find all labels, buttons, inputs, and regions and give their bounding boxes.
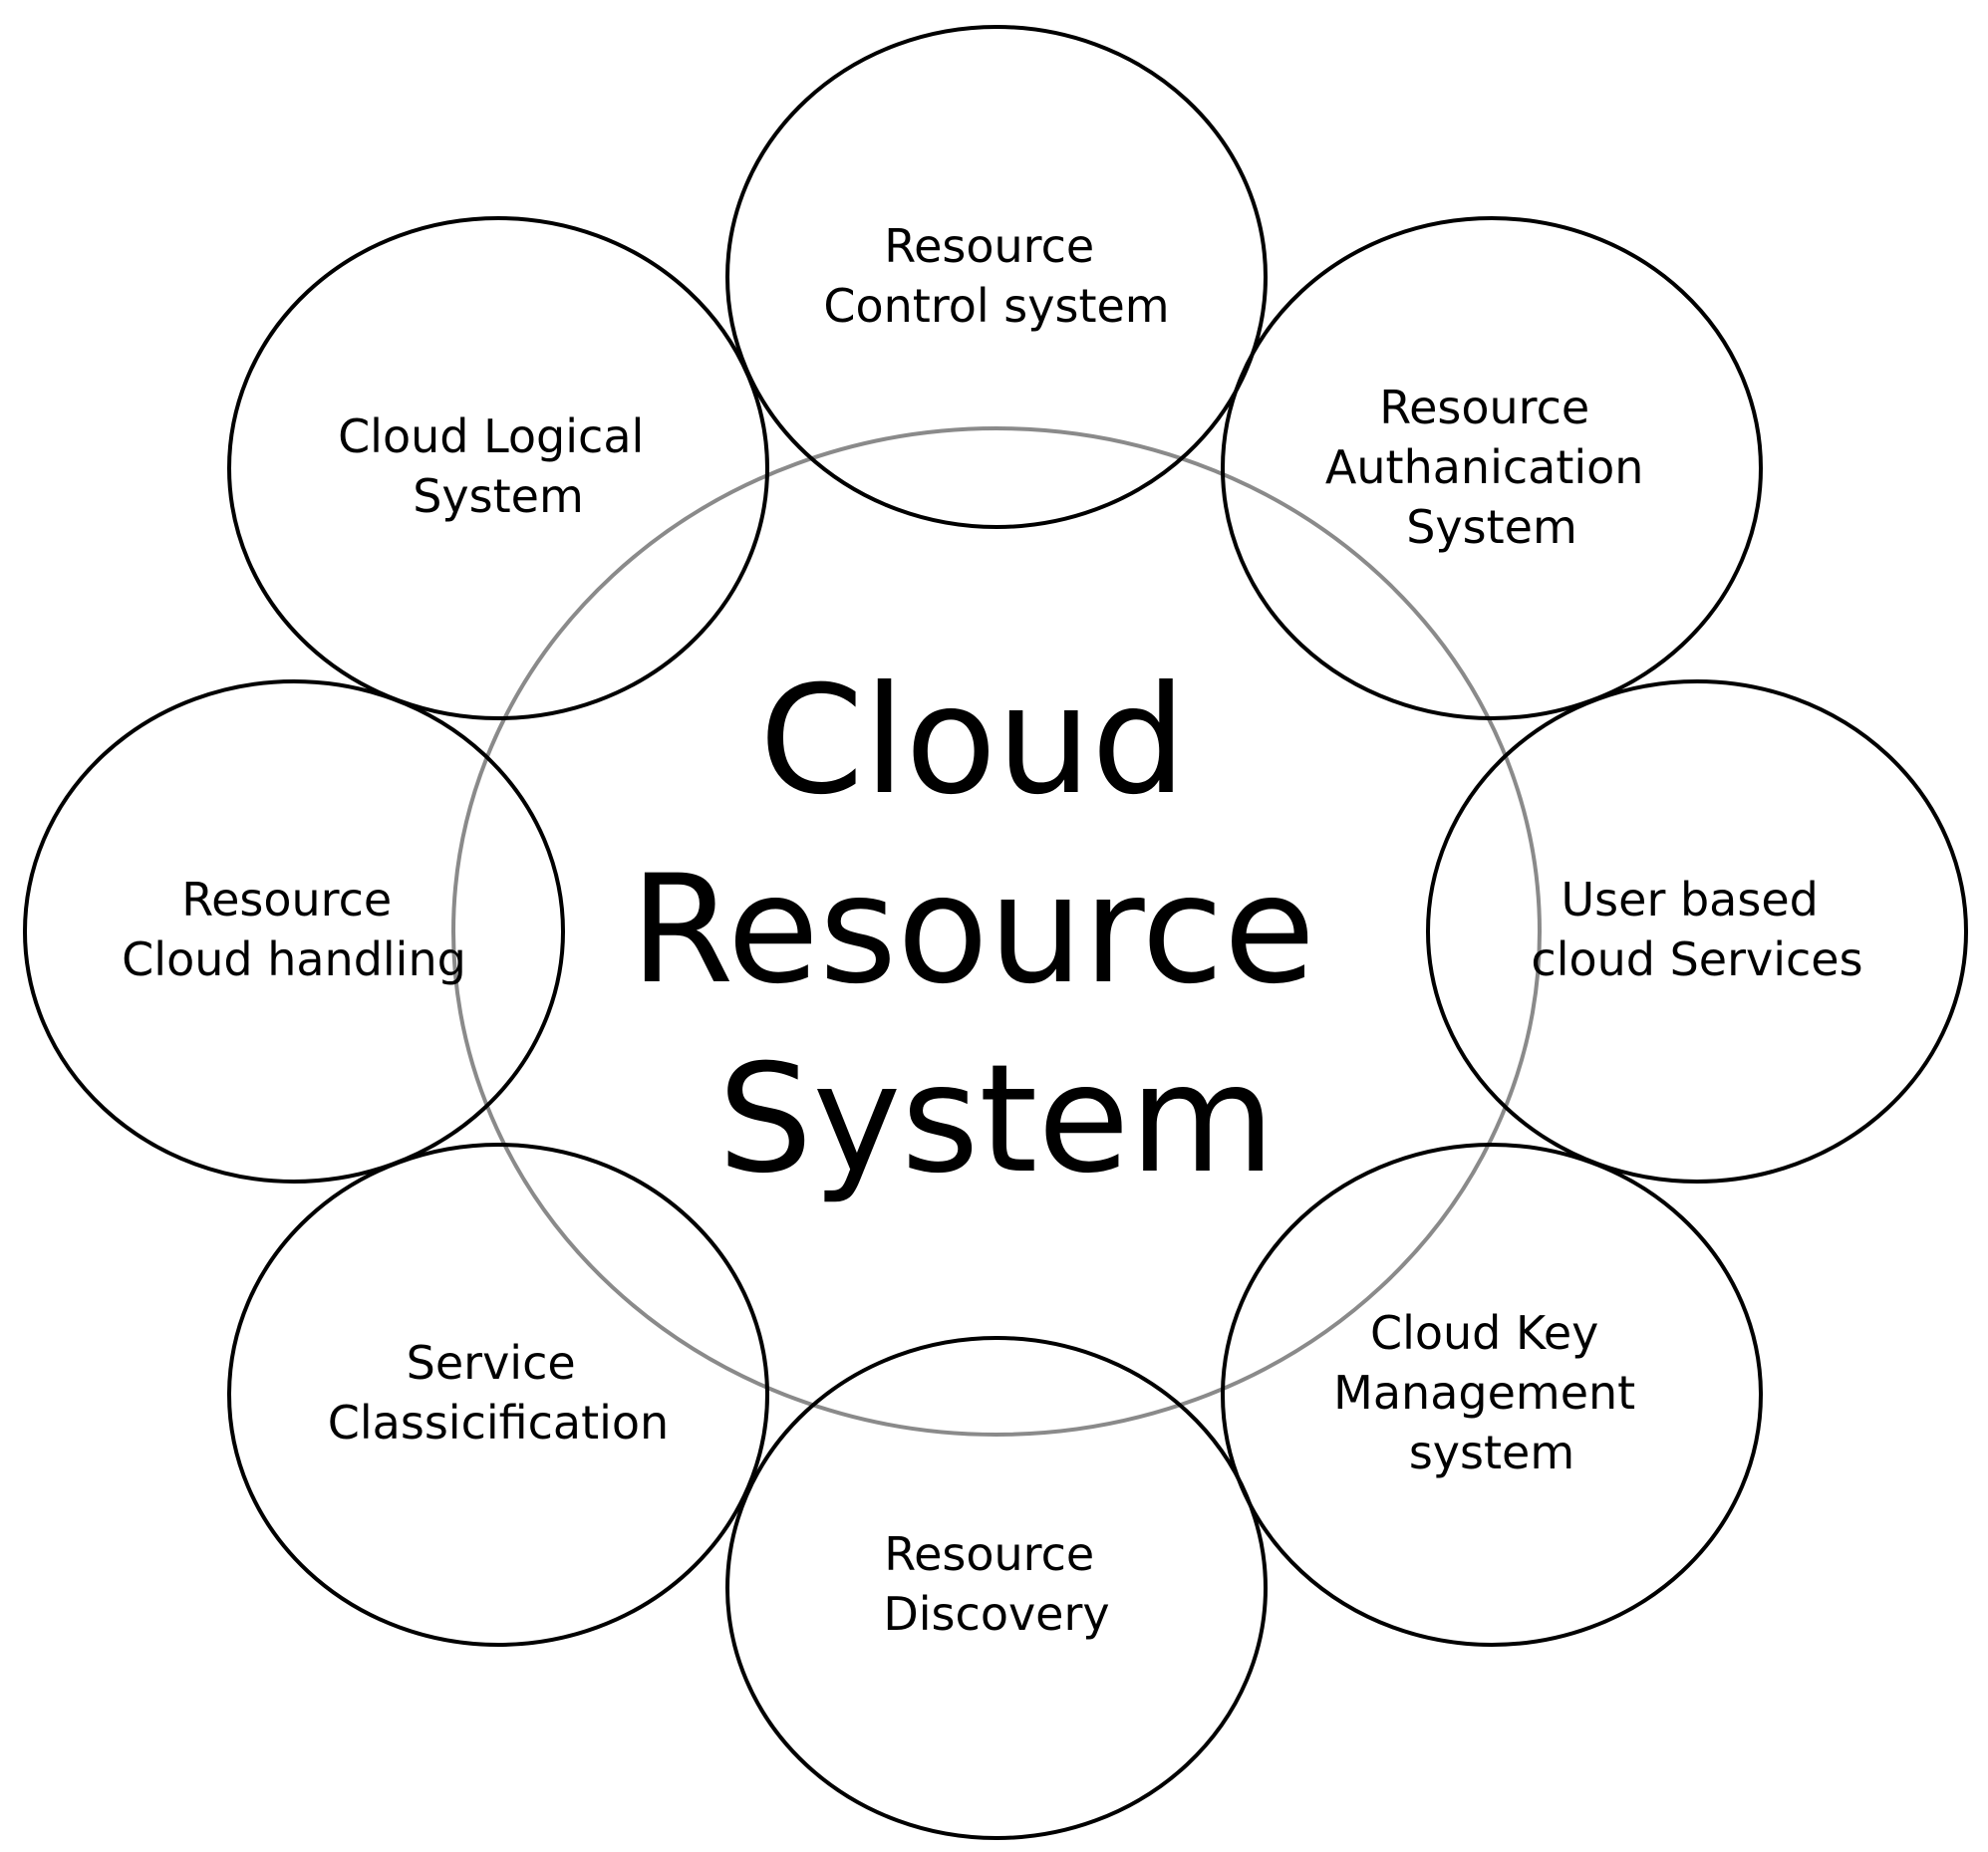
node-resource-authanication-system: Resource Authanication System	[1221, 216, 1763, 720]
center-title-line: Cloud	[759, 655, 1186, 828]
node-service-classicification: Service Classicification	[227, 1143, 769, 1647]
node-ellipse	[227, 216, 769, 720]
node-label-line: Cloud Logical	[338, 409, 644, 463]
node-label: Resource Cloud handling	[122, 873, 466, 986]
node-label-line: Control system	[823, 279, 1169, 333]
node-label: Cloud Key Management system	[1333, 1306, 1650, 1479]
node-label-line: Discovery	[883, 1587, 1109, 1641]
node-ellipse	[227, 1143, 769, 1647]
node-label-line: Cloud Key	[1370, 1306, 1598, 1360]
node-label-line: Resource	[1379, 381, 1589, 434]
center-hub-ellipse	[451, 426, 1542, 1437]
node-ellipse	[1221, 1143, 1763, 1647]
node-ellipse	[725, 1336, 1268, 1840]
node-ellipse	[1426, 679, 1968, 1184]
node-ellipse	[23, 679, 565, 1184]
node-label-line: system	[1409, 1426, 1574, 1479]
center-title-line: System	[717, 1033, 1275, 1206]
node-label: Resource Authanication System	[1325, 381, 1658, 554]
node-ellipse	[725, 25, 1268, 529]
node-label-line: cloud Services	[1531, 932, 1862, 986]
node-label-line: Service	[407, 1336, 576, 1390]
node-cloud-logical-system: Cloud Logical System	[227, 216, 769, 720]
node-cloud-key-management-system: Cloud Key Management system	[1221, 1143, 1763, 1647]
node-resource-control-system: Resource Control system	[725, 25, 1268, 529]
node-label: Resource Discovery	[883, 1527, 1109, 1641]
node-label-line: System	[1406, 500, 1577, 554]
center-title: Cloud Resource System	[630, 655, 1363, 1206]
node-label-line: Management	[1333, 1366, 1635, 1420]
node-label-line: Classicification	[328, 1396, 669, 1450]
node-label-line: Authanication	[1325, 440, 1644, 494]
node-label-line: System	[413, 469, 584, 523]
node-ellipse	[1221, 216, 1763, 720]
node-label-line: Resource	[181, 873, 392, 926]
node-user-based-cloud-services: User based cloud Services	[1426, 679, 1968, 1184]
node-resource-discovery: Resource Discovery	[725, 1336, 1268, 1840]
node-label-line: User based	[1562, 873, 1819, 926]
node-label: Service Classicification	[328, 1336, 669, 1450]
node-label-line: Cloud handling	[122, 932, 466, 986]
node-label-line: Resource	[884, 1527, 1094, 1581]
node-label: Cloud Logical System	[338, 409, 659, 523]
center-title-line: Resource	[630, 844, 1315, 1017]
node-label-line: Resource	[884, 219, 1094, 273]
node-resource-cloud-handling: Resource Cloud handling	[23, 679, 565, 1184]
node-label: User based cloud Services	[1531, 873, 1862, 986]
node-label: Resource Control system	[823, 219, 1169, 333]
